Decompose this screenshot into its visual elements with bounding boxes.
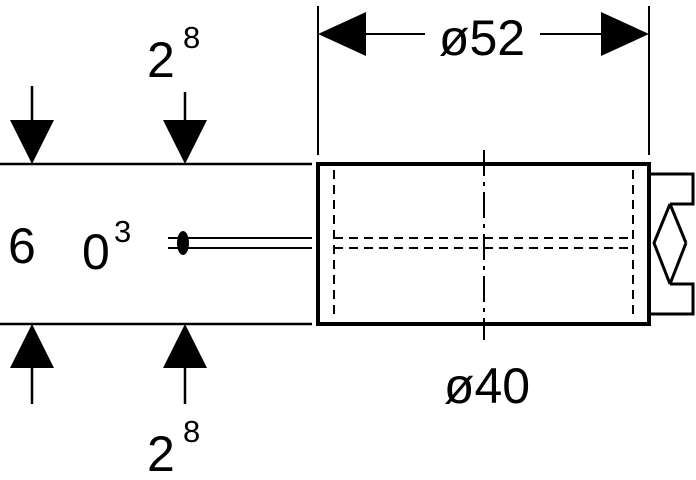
outer-diameter-label: ø52	[439, 10, 525, 66]
extension-lines	[0, 162, 312, 326]
inner-diameter-label: ø40	[444, 358, 530, 414]
bottom-spacing-label: 2 8	[147, 414, 200, 480]
arrow-top-left	[10, 86, 54, 164]
pin-detail	[168, 231, 312, 255]
offset-label: 0 3	[82, 214, 131, 280]
offset-sup: 3	[114, 214, 131, 249]
bottom-spacing-sup: 8	[183, 414, 200, 449]
dimension-outer-diameter: ø52	[317, 6, 650, 155]
bottom-spacing-base: 2	[147, 426, 175, 480]
arrow-top-mid	[163, 92, 207, 164]
arrow-bottom-mid	[163, 324, 207, 404]
sleeve-body	[316, 150, 651, 340]
arrow-bottom-left	[10, 324, 54, 404]
height-label: 6	[8, 218, 36, 274]
top-spacing-sup: 8	[183, 20, 200, 55]
clip-tabs	[649, 172, 695, 316]
top-spacing-base: 2	[147, 32, 175, 88]
top-spacing-label: 2 8	[147, 20, 200, 88]
offset-base: 0	[82, 224, 110, 280]
